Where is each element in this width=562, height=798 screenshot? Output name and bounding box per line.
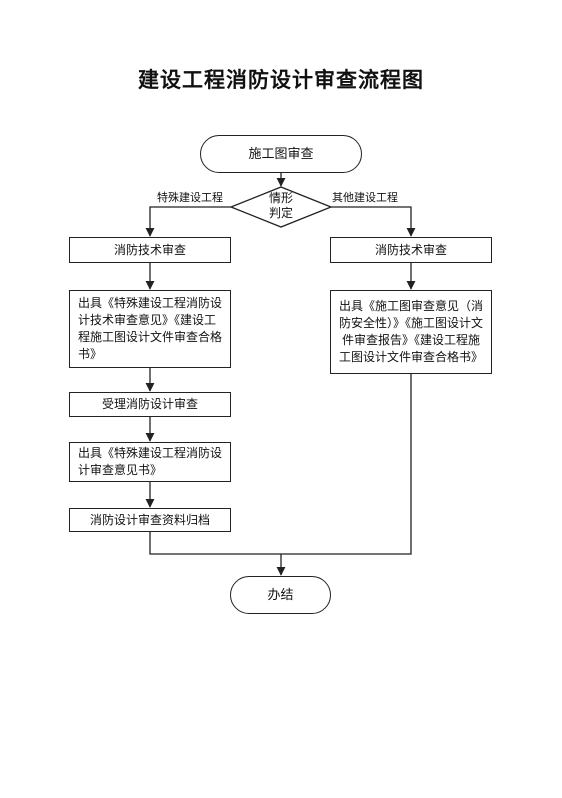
connector-left-branch	[145, 206, 231, 237]
left-issue-opinion-box: 出具《特殊建设工程消防设计技术审查意见》《建设工程施工图设计文件审查合格书》	[69, 290, 231, 368]
archive-box: 消防设计审查资料归档	[69, 508, 231, 532]
branch-label-left: 特殊建设工程	[157, 191, 223, 204]
right-issue-opinion-box: 出具《施工图审查意见（消防安全性）》《施工图设计文件审查报告》《建设工程施工图设…	[330, 290, 492, 374]
decision-diamond	[229, 186, 333, 228]
connector-right-branch	[331, 206, 416, 237]
right-tech-review-box: 消防技术审查	[330, 237, 492, 263]
decision-label-line2: 判定	[268, 206, 293, 220]
end-node: 办结	[230, 576, 331, 614]
issue-review-letter-box: 出具《特殊建设工程消防设计审查意见书》	[69, 442, 231, 482]
branch-label-right: 其他建设工程	[332, 191, 398, 204]
start-node: 施工图审查	[200, 135, 362, 173]
decision-label: 情形 判定	[261, 191, 301, 221]
accept-review-box: 受理消防设计审查	[69, 392, 231, 417]
left-tech-review-box: 消防技术审查	[69, 237, 231, 263]
connector-left-merge	[149, 532, 281, 555]
page-title: 建设工程消防设计审查流程图	[138, 68, 424, 92]
connector-right-merge	[281, 374, 412, 555]
decision-label-line1: 情形	[268, 191, 293, 205]
